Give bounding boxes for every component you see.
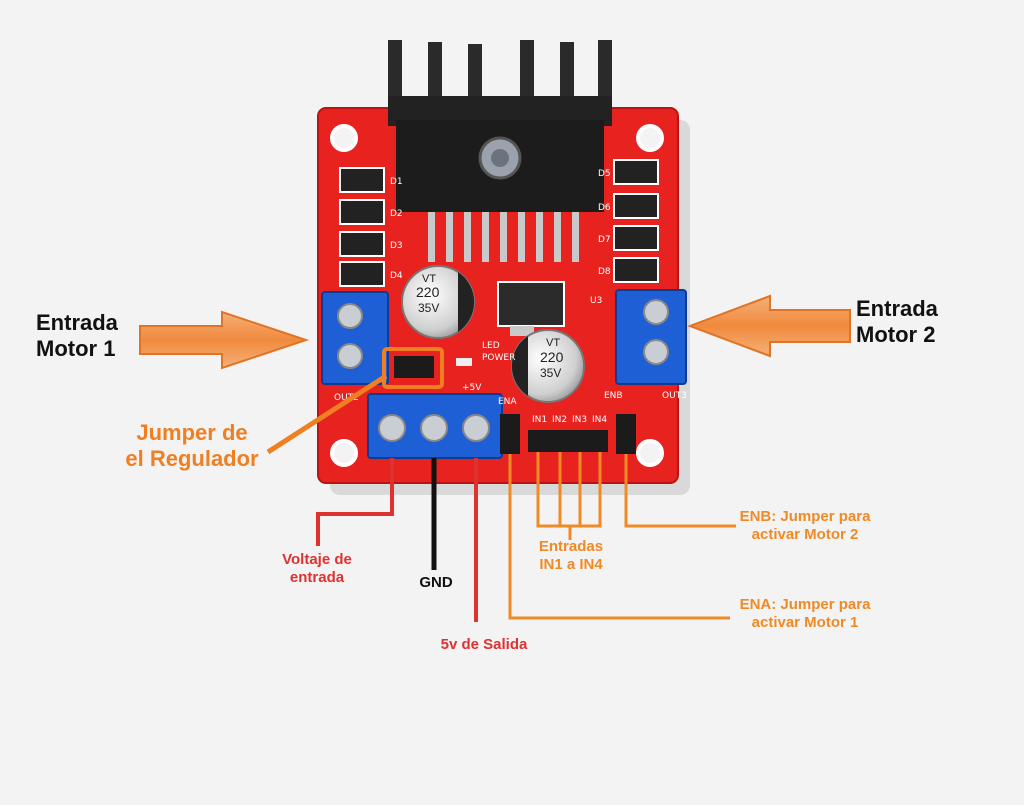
label-5v-salida: 5v de Salida	[440, 636, 528, 653]
label-motor1-line2: Motor 1	[36, 336, 116, 362]
diode-label-d1: D1	[390, 177, 403, 187]
cap2-voltage: 35V	[540, 366, 561, 380]
capacitor-2	[511, 329, 585, 403]
cap1-brand: VT	[422, 273, 436, 285]
arrow-motor-1	[139, 310, 310, 370]
diode-label-d2: D2	[390, 209, 403, 219]
regulator-jumper-highlight	[382, 347, 444, 389]
label-motor2-line1: Entrada	[856, 296, 938, 321]
enb-board-label: ENB	[604, 391, 623, 401]
label-voltaje-entrada: Voltaje de entrada	[262, 551, 372, 587]
diode-label-d7: D7	[598, 235, 611, 245]
label-motor2-line2: Motor 2	[856, 322, 936, 348]
power-led	[456, 358, 472, 366]
label-enb-line1: ENB: Jumper para	[739, 508, 871, 525]
voltage-regulator	[497, 281, 565, 336]
power-label: POWER	[482, 353, 515, 363]
connector-enb	[624, 454, 736, 528]
terminal-motor-1	[321, 291, 389, 385]
label-jumper-regulador: Jumper de el Regulador	[112, 420, 272, 473]
in4-label: IN4	[592, 415, 607, 425]
v5-label: +5V	[462, 383, 482, 393]
label-motor1-line1: Entrada	[36, 310, 118, 335]
label-gnd: GND	[419, 574, 453, 591]
out3-label: OUT3	[662, 391, 687, 401]
diode-label-d5: D5	[598, 169, 611, 179]
connector-jumper-regulador	[266, 373, 388, 455]
label-entradas-line2: IN1 a IN4	[539, 556, 603, 573]
cap1-voltage: 35V	[418, 301, 439, 315]
connector-in-pins	[536, 452, 602, 540]
label-entradas-in: Entradas IN1 a IN4	[518, 538, 624, 574]
label-enb-line2: activar Motor 2	[751, 526, 859, 543]
in2-label: IN2	[552, 415, 567, 425]
terminal-power	[367, 393, 503, 459]
diodes-right	[613, 159, 659, 283]
label-ena-line1: ENA: Jumper para	[739, 596, 871, 613]
label-entrada-motor-1: Entrada Motor 1	[36, 310, 118, 363]
u3-label: U3	[590, 296, 602, 306]
diode-label-d4: D4	[390, 271, 403, 281]
ic-legs	[428, 212, 579, 262]
cap2-brand: VT	[546, 337, 560, 349]
ena-board-label: ENA	[498, 397, 517, 407]
diode-label-d6: D6	[598, 203, 611, 213]
in1-label: IN1	[532, 415, 547, 425]
diodes-left	[339, 167, 385, 287]
led-label: LED	[482, 341, 500, 351]
arrow-motor-2	[687, 294, 851, 358]
regulator-jumper	[394, 356, 434, 378]
in3-label: IN3	[572, 415, 587, 425]
connector-voltaje-entrada	[316, 458, 394, 546]
out2-label: OUT2	[334, 393, 359, 403]
label-ena-line2: activar Motor 1	[751, 614, 859, 631]
label-voltaje-line2: entrada	[289, 569, 345, 586]
diode-label-d8: D8	[598, 267, 611, 277]
connector-ena	[508, 454, 730, 620]
label-enb: ENB: Jumper para activar Motor 2	[722, 508, 888, 544]
label-entrada-motor-2: Entrada Motor 2	[856, 296, 938, 349]
terminal-motor-2	[615, 289, 687, 385]
label-jumper-line2: el Regulador	[125, 446, 259, 472]
label-entradas-line1: Entradas	[538, 538, 604, 555]
label-jumper-line1: Jumper de	[136, 420, 248, 445]
cap1-value: 220	[416, 284, 440, 300]
cap2-value: 220	[540, 349, 564, 365]
header-pins	[500, 414, 636, 454]
diode-label-d3: D3	[390, 241, 403, 251]
mounting-holes	[330, 124, 664, 467]
label-voltaje-line1: Voltaje de	[282, 551, 352, 568]
label-ena: ENA: Jumper para activar Motor 1	[722, 596, 888, 632]
heatsink	[388, 40, 612, 212]
capacitor-1	[401, 265, 475, 339]
